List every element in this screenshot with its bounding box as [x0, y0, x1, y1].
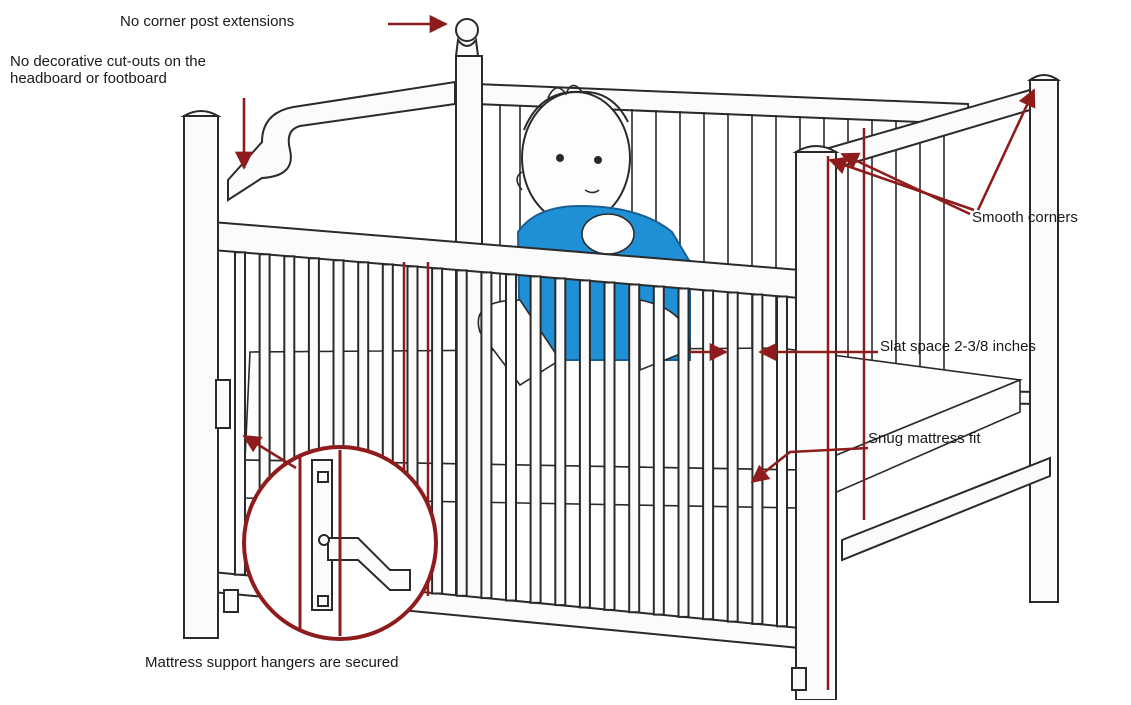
- callout-no-corner-post: No corner post extensions: [120, 13, 294, 30]
- front-slat: [580, 280, 590, 607]
- front-slat: [457, 270, 467, 595]
- front-slat: [531, 276, 541, 602]
- callout-smooth-corners: Smooth corners: [972, 209, 1078, 226]
- front-slat: [654, 287, 664, 615]
- callout-slat-space: Slat space 2-3/8 inches: [880, 338, 1036, 355]
- front-slat: [629, 285, 639, 613]
- front-slat: [728, 293, 738, 622]
- front-slat: [703, 291, 713, 620]
- front-slat: [605, 283, 615, 610]
- arrow-icon: [830, 160, 974, 210]
- front-right-post: [792, 146, 836, 700]
- callout-no-cutouts-line2: headboard or footboard: [10, 70, 330, 87]
- front-slat: [752, 295, 762, 624]
- front-slat: [679, 289, 689, 617]
- hanger-detail-magnifier: [244, 447, 436, 639]
- front-slat: [481, 272, 491, 598]
- front-slat: [506, 274, 516, 600]
- callout-no-cutouts: No decorative cut-outs on the headboard …: [10, 53, 330, 87]
- callout-no-cutouts-line1: No decorative cut-outs on the: [10, 53, 330, 70]
- front-slat: [555, 278, 565, 605]
- callout-hangers-secured: Mattress support hangers are secured: [145, 654, 398, 671]
- callout-snug-mattress: Snug mattress fit: [868, 430, 981, 447]
- arrow-icon: [842, 154, 970, 214]
- headboard: [228, 82, 455, 200]
